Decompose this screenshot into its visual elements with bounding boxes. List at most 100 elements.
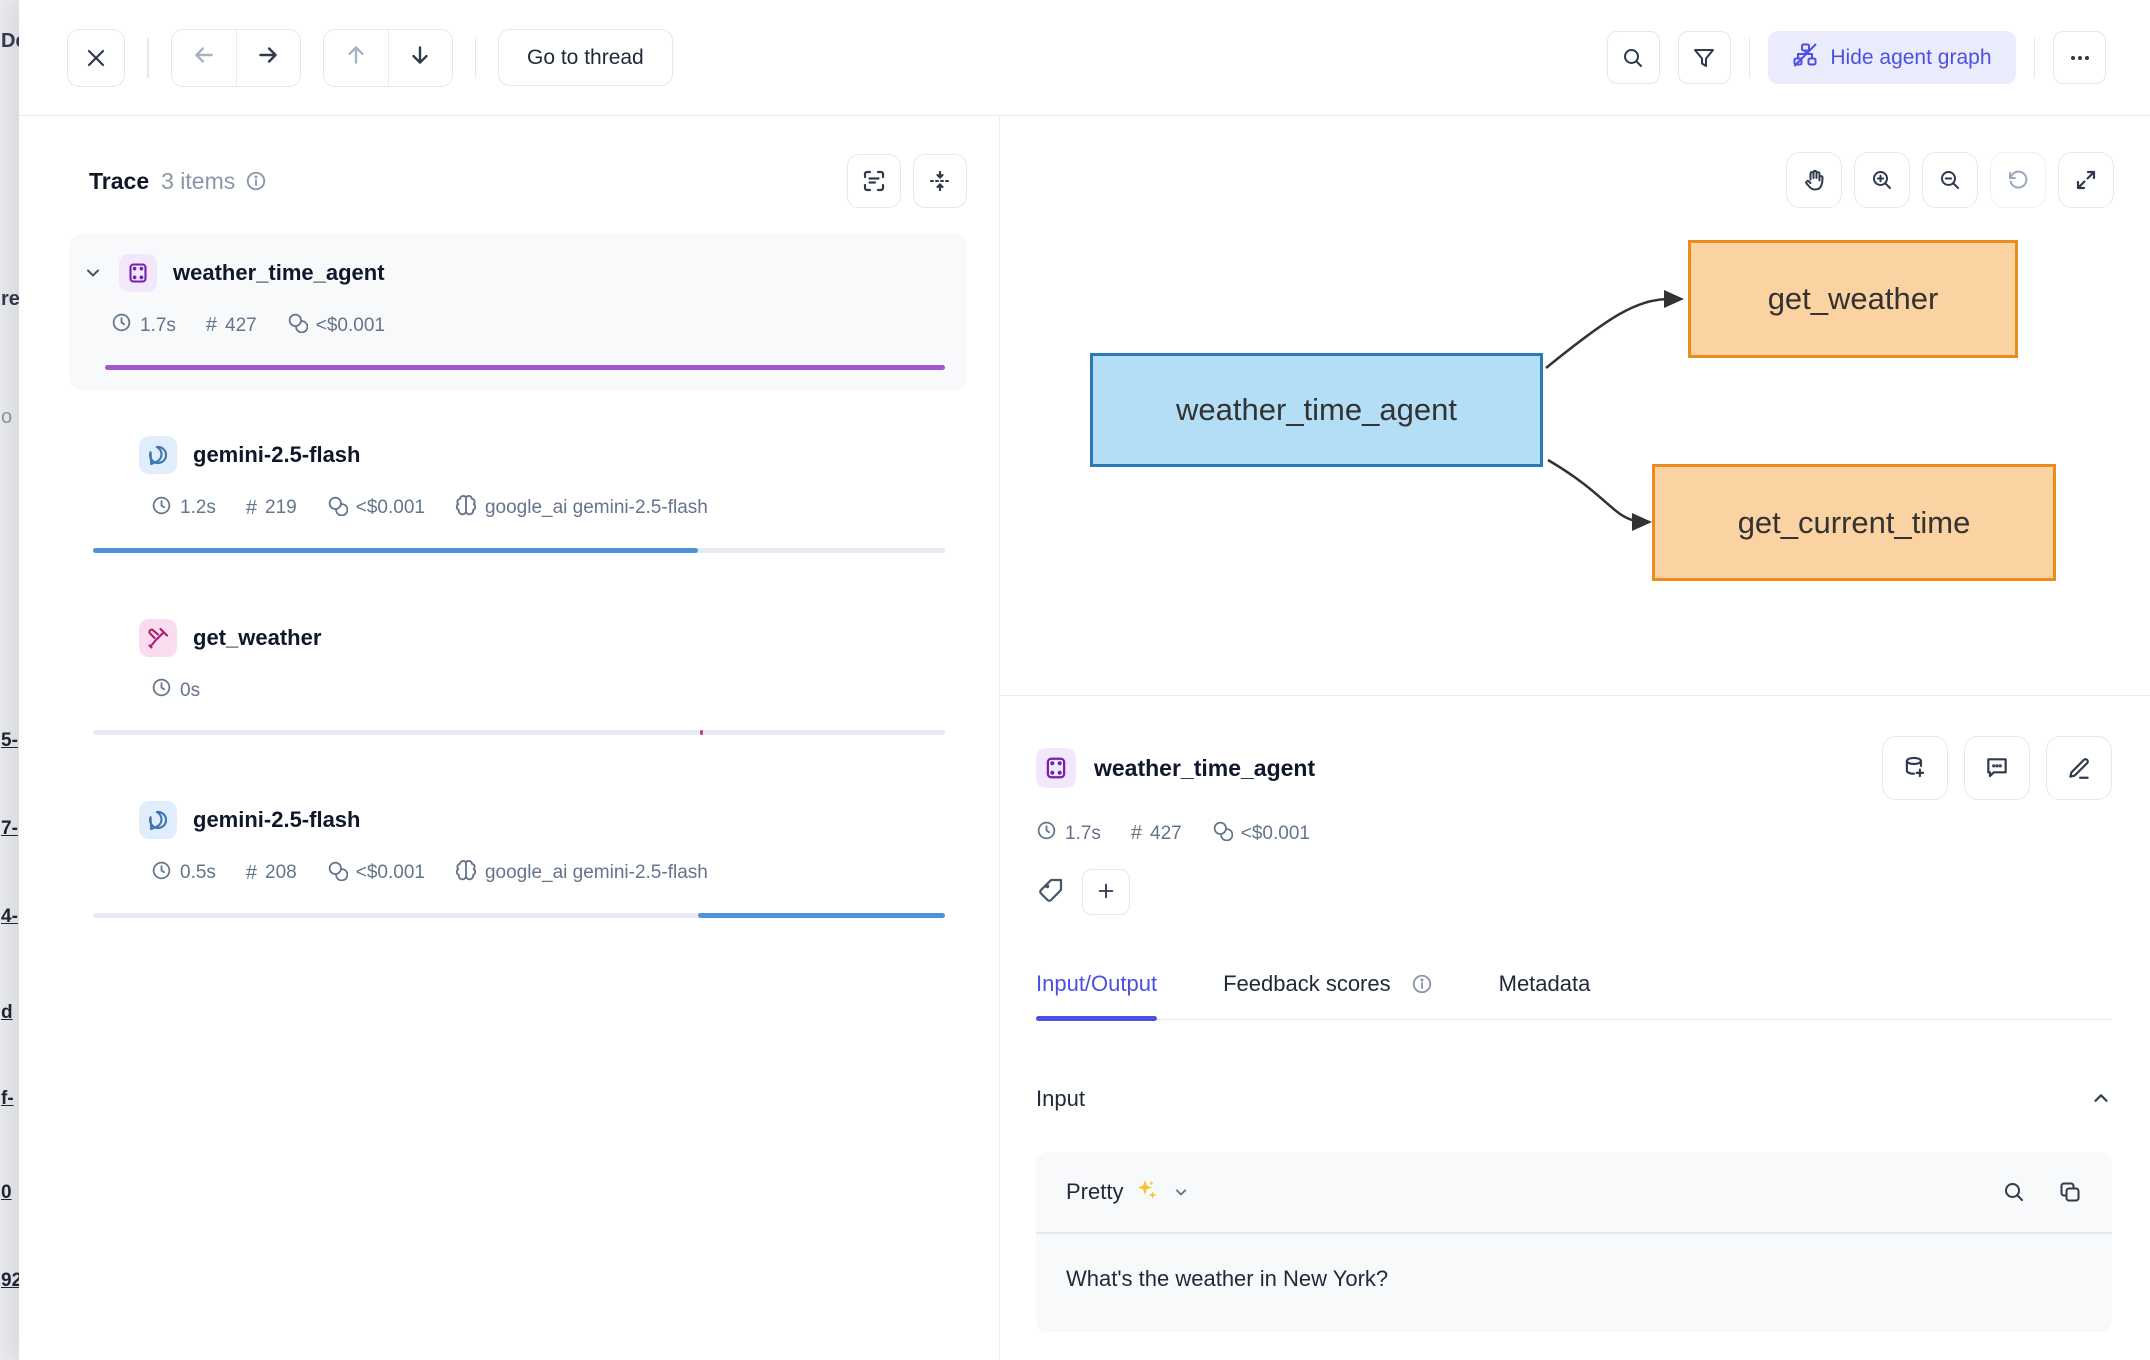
agent-span-icon <box>119 254 157 292</box>
search-in-content-icon[interactable] <box>2002 1180 2026 1204</box>
add-to-dataset-button[interactable] <box>1882 736 1948 800</box>
clock-icon <box>151 677 172 704</box>
info-icon <box>1411 973 1433 995</box>
span-stats: 0s <box>151 677 949 704</box>
detail-tabs: Input/Output Feedback scores Metadata <box>1036 971 2112 1021</box>
view-mode-value: Pretty <box>1066 1179 1124 1204</box>
input-card-toolbar: Pretty <box>1036 1152 2112 1232</box>
trace-title: Trace <box>89 167 150 194</box>
trace-row-get-weather[interactable]: get_weather 0s <box>69 599 967 755</box>
collapse-all-button[interactable] <box>913 154 967 208</box>
view-mode-select[interactable]: Pretty <box>1066 1178 1191 1207</box>
hide-agent-graph-button[interactable]: Hide agent graph <box>1768 31 2016 84</box>
cost-stat: <$0.001 <box>1212 820 1310 847</box>
coins-icon <box>327 495 349 522</box>
span-stats: 1.2s # 219 <$0.001 google_ai gemini- <box>151 494 949 522</box>
brain-icon <box>455 859 477 887</box>
comment-icon <box>1984 755 2010 781</box>
filter-button[interactable] <box>1677 31 1731 84</box>
graph-node-get-weather[interactable]: get_weather <box>1688 240 2018 358</box>
zoom-out-button[interactable] <box>1922 152 1978 208</box>
previous-span-button[interactable] <box>323 29 388 86</box>
detail-pane: weather_time_agent get_weather get_curre… <box>1000 116 2150 1360</box>
copy-icon[interactable] <box>2058 1180 2082 1204</box>
database-plus-icon <box>1902 755 1928 781</box>
chevron-up-icon[interactable] <box>2090 1088 2112 1110</box>
add-comment-button[interactable] <box>1964 736 2030 800</box>
coins-icon <box>1212 820 1234 847</box>
background-id-link: 7- <box>1 818 18 839</box>
background-id-link: 5- <box>1 730 18 751</box>
span-details-stats: 1.7s # 427 <$0.001 <box>1036 820 2112 847</box>
background-table-strip: De re o r 5- 7- 4- d f- 0 92 <box>0 0 19 1360</box>
next-span-button[interactable] <box>387 29 452 86</box>
trace-row-gemini-flash-1[interactable]: gemini-2.5-flash 1.2s # 219 <box>69 416 967 573</box>
trace-row-head: gemini-2.5-flash <box>139 801 949 839</box>
toolbar-divider <box>474 37 476 78</box>
background-text-fragment: re <box>1 288 19 310</box>
span-name: weather_time_agent <box>173 260 385 285</box>
graph-node-get-current-time[interactable]: get_current_time <box>1652 464 2056 581</box>
arrow-down-icon <box>407 42 433 73</box>
agent-graph-canvas[interactable]: weather_time_agent get_weather get_curre… <box>1000 116 2150 696</box>
background-id-link: 92 <box>1 1270 19 1291</box>
toolbar-divider <box>1748 37 1751 78</box>
tab-feedback-scores[interactable]: Feedback scores <box>1223 971 1433 1019</box>
graph-node-label: get_current_time <box>1737 504 1971 540</box>
next-trace-button[interactable] <box>235 29 300 86</box>
brain-icon <box>455 494 477 522</box>
duration-bar-track <box>93 548 945 553</box>
duration-stat: 0s <box>151 677 200 704</box>
sparkles-icon <box>1135 1178 1159 1207</box>
search-button[interactable] <box>1606 31 1660 84</box>
reset-view-button[interactable] <box>1990 152 2046 208</box>
search-spans-button[interactable] <box>847 154 901 208</box>
tab-metadata[interactable]: Metadata <box>1498 971 1591 996</box>
fullscreen-button[interactable] <box>2058 152 2114 208</box>
tokens-stat: # 427 <box>205 314 257 336</box>
graph-edges <box>1545 290 1684 531</box>
info-icon[interactable] <box>245 170 267 192</box>
go-to-thread-button[interactable]: Go to thread <box>498 29 673 86</box>
tab-input-output[interactable]: Input/Output <box>1036 971 1158 1021</box>
plus-icon <box>1095 880 1117 905</box>
close-icon <box>84 46 108 70</box>
toolbar: Go to thread <box>19 0 2150 116</box>
tokens-stat: # 208 <box>245 861 297 884</box>
zoom-in-button[interactable] <box>1854 152 1910 208</box>
hash-icon: # <box>1130 822 1143 844</box>
background-text-fragment: De <box>1 30 19 52</box>
background-id-link: 4- <box>1 906 18 927</box>
hash-icon: # <box>245 496 258 519</box>
duration-stat: 1.7s <box>1036 820 1101 847</box>
chevron-down-icon[interactable] <box>83 263 103 283</box>
tokens-stat: # 427 <box>1130 822 1182 844</box>
trace-row-gemini-flash-2[interactable]: gemini-2.5-flash 0.5s # 208 <box>69 781 967 938</box>
duration-bar <box>105 365 945 370</box>
more-options-button[interactable] <box>2053 31 2106 84</box>
duration-stat: 1.2s <box>151 495 216 522</box>
trace-row-head: get_weather <box>139 619 949 657</box>
edit-button[interactable] <box>2046 736 2112 800</box>
coins-icon <box>287 312 309 339</box>
add-tag-button[interactable] <box>1082 869 1130 915</box>
duration-bar-track <box>105 365 945 370</box>
provider-stat: google_ai gemini-2.5-flash <box>455 859 708 887</box>
close-button[interactable] <box>67 28 125 87</box>
hash-icon: # <box>205 314 218 336</box>
tags-row <box>1036 869 2112 915</box>
pan-button[interactable] <box>1786 152 1842 208</box>
clock-icon <box>111 312 132 339</box>
toolbar-right: Hide agent graph <box>1606 31 2106 84</box>
panel-body: Trace 3 items <box>19 116 2150 1360</box>
ellipsis-icon <box>2068 46 2092 70</box>
input-section-header: Input <box>1036 1086 2112 1112</box>
graph-node-label: get_weather <box>1767 281 1939 316</box>
rotate-ccw-icon <box>2006 168 2030 192</box>
previous-trace-button[interactable] <box>171 29 236 86</box>
tag-icon <box>1036 875 1066 910</box>
maximize-icon <box>2074 168 2098 192</box>
graph-node-weather-time-agent[interactable]: weather_time_agent <box>1090 353 1543 467</box>
trace-row-weather-time-agent[interactable]: weather_time_agent 1.7s # 427 <box>69 234 967 390</box>
background-id-link: f- <box>1 1088 14 1109</box>
